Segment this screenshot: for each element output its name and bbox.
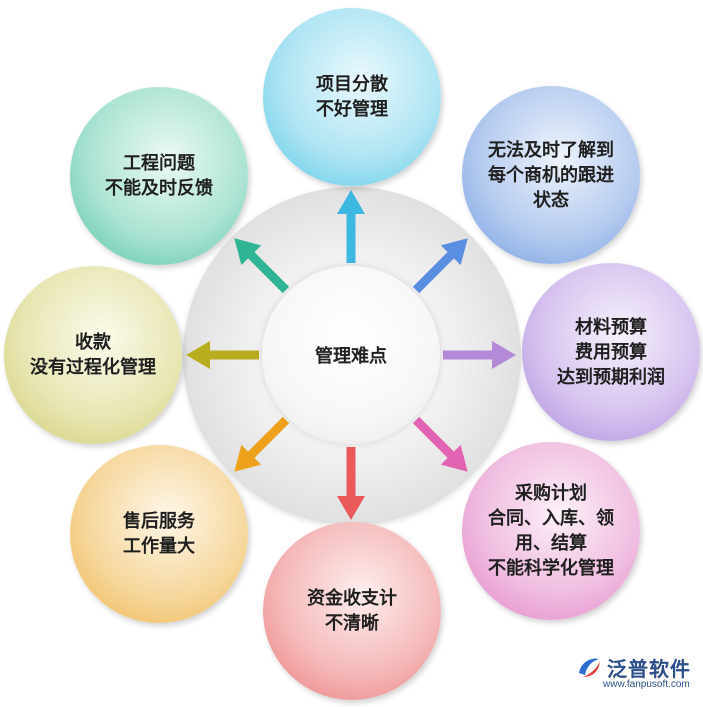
node-funds: 资金收支计 不清晰 <box>263 522 441 700</box>
arrow-top-right <box>412 238 468 294</box>
node-text: 用、结算 <box>515 533 587 554</box>
node-text: 不清晰 <box>325 613 379 634</box>
brand-logo: 泛普软件 www.fanpusoft.com <box>575 651 693 695</box>
arrow-bottom <box>337 447 365 520</box>
fanpu-logo-icon <box>579 658 600 677</box>
node-text: 没有过程化管理 <box>30 357 156 378</box>
node-after-sales: 售后服务 工作量大 <box>70 445 248 623</box>
node-opportunity-followup: 无法及时了解到 每个商机的跟进 状态 <box>462 86 640 264</box>
node-text: 合同、入库、领 <box>488 508 614 529</box>
node-text: 采购计划 <box>515 483 587 504</box>
node-text: 不好管理 <box>316 99 388 120</box>
arrow-left <box>186 341 259 369</box>
arrow-right <box>443 341 516 369</box>
node-text: 不能科学化管理 <box>488 558 614 579</box>
center-hub: 管理难点 <box>262 266 440 444</box>
logo-name: 泛普软件 <box>607 657 691 681</box>
arrow-bottom-left <box>234 416 290 472</box>
node-text: 工程问题 <box>123 153 195 174</box>
node-text: 材料预算 <box>575 316 647 338</box>
node-procurement: 采购计划 合同、入库、领 用、结算 不能科学化管理 <box>462 442 640 620</box>
node-engineering-issues: 工程问题 不能及时反馈 <box>70 87 248 265</box>
node-text: 售后服务 <box>123 511 195 532</box>
node-project-dispersed: 项目分散 不好管理 <box>263 8 441 186</box>
node-text: 无法及时了解到 <box>488 139 614 161</box>
node-text: 收款 <box>75 332 111 353</box>
node-text: 工作量大 <box>123 536 195 557</box>
node-text: 费用预算 <box>575 341 647 363</box>
node-text: 项目分散 <box>316 74 388 95</box>
node-text: 资金收支计 <box>307 588 397 609</box>
node-text: 每个商机的跟进 <box>488 164 614 186</box>
node-text: 达到预期利润 <box>557 366 665 388</box>
node-collection: 收款 没有过程化管理 <box>4 266 182 444</box>
node-text: 不能及时反馈 <box>105 178 213 199</box>
node-budget: 材料预算 费用预算 达到预期利润 <box>522 263 700 441</box>
logo-url: www.fanpusoft.com <box>603 679 690 690</box>
arrow-top <box>337 190 365 263</box>
arrow-bottom-right <box>412 416 468 472</box>
node-text: 状态 <box>533 189 569 211</box>
arrow-top-left <box>234 238 290 294</box>
center-label: 管理难点 <box>315 346 387 367</box>
